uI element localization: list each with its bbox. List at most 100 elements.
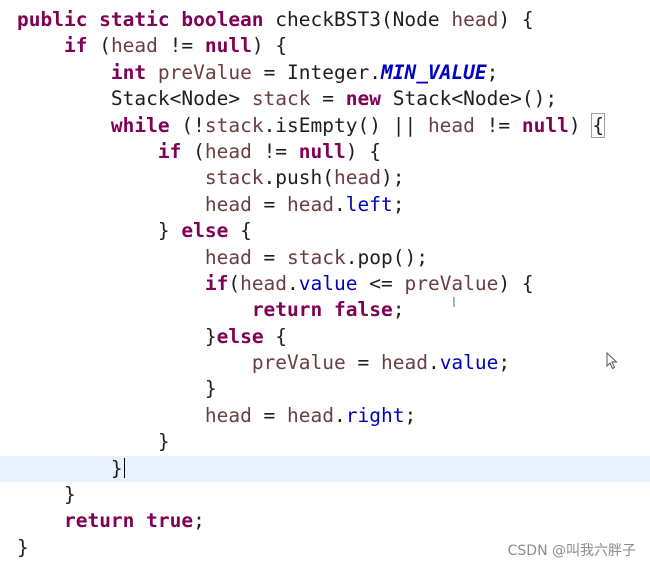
keyword-token: if (63, 34, 88, 58)
keyword-token: if (157, 139, 182, 163)
code-token: = (345, 351, 381, 375)
variable-token: head (204, 139, 252, 163)
code-line[interactable]: if(head.value <= preValue) { (17, 271, 604, 297)
code-token (17, 61, 111, 84)
code-token: (! (169, 113, 205, 137)
code-line[interactable]: head = head.right; (17, 403, 604, 429)
keyword-token: new (345, 87, 381, 111)
code-line[interactable]: } (17, 535, 604, 561)
keyword-token: int (110, 60, 147, 84)
code-line[interactable]: } (17, 482, 604, 508)
code-line[interactable]: }else { (17, 324, 604, 350)
keyword-token: return true (63, 509, 194, 533)
variable-token: head (204, 245, 252, 269)
current-line-highlight (0, 456, 650, 482)
code-token: .isEmpty() || (263, 113, 428, 137)
code-token (17, 166, 205, 189)
code-token (17, 114, 111, 137)
code-line[interactable]: if (head != null) { (17, 33, 604, 59)
code-token (146, 61, 158, 84)
code-token: != (251, 139, 299, 163)
code-token: . (334, 192, 346, 216)
code-line[interactable]: } else { (17, 218, 604, 244)
variable-token: head (240, 271, 288, 295)
variable-token: preValue (157, 60, 252, 84)
code-token (17, 34, 64, 57)
code-token: } (17, 483, 76, 507)
code-token: ( (181, 139, 205, 163)
code-token: Stack<Node> (17, 87, 252, 111)
variable-token: stack (251, 87, 311, 111)
text-cursor-icon: I (452, 296, 456, 311)
code-token: ; (486, 60, 499, 84)
variable-token: head (380, 351, 428, 375)
code-token: != (157, 34, 205, 58)
code-line[interactable]: } (17, 456, 604, 482)
keyword-token: public static boolean (17, 8, 276, 31)
keyword-token: null (204, 34, 252, 58)
code-token: ( (228, 271, 241, 295)
code-token: ) { (498, 8, 534, 31)
code-area[interactable]: public static boolean checkBST3(Node hea… (17, 7, 606, 561)
code-token: ); (380, 166, 405, 190)
keyword-token: if (204, 271, 229, 295)
field-token: right (345, 403, 405, 427)
code-token: { (591, 112, 606, 138)
code-line[interactable]: Stack<Node> stack = new Stack<Node>(); (17, 86, 604, 112)
code-token: Stack<Node>(); (380, 87, 558, 111)
code-line[interactable]: while (!stack.isEmpty() || head != null)… (17, 112, 606, 139)
code-token: = (251, 403, 288, 427)
code-line[interactable]: return true; (17, 508, 604, 534)
code-line[interactable]: int preValue = Integer.MIN_VALUE; (17, 60, 604, 86)
code-token: } (17, 377, 217, 401)
code-token (17, 193, 205, 216)
code-line[interactable]: } (17, 376, 604, 402)
text-caret (123, 457, 125, 478)
variable-token: stack (287, 245, 346, 269)
field-token: MIN_VALUE (380, 60, 487, 84)
code-token (17, 404, 205, 427)
keyword-token: null (298, 139, 346, 163)
code-token: != (474, 113, 522, 137)
code-token: = (251, 245, 288, 269)
variable-token: head (110, 34, 158, 58)
code-token: } (17, 219, 182, 243)
code-line[interactable]: } (17, 429, 604, 455)
code-token: <= (357, 271, 405, 295)
keyword-token: while (110, 113, 170, 137)
variable-token: head (427, 113, 475, 137)
watermark: CSDN @叫我六胖子 (507, 543, 636, 559)
code-token: ; (498, 351, 511, 375)
variable-token: stack (204, 166, 264, 190)
code-line[interactable]: public static boolean checkBST3(Node hea… (17, 7, 604, 33)
variable-token: head (287, 403, 335, 427)
keyword-token: else (181, 219, 229, 243)
code-token: ; (404, 403, 417, 427)
variable-token: head (334, 166, 381, 190)
code-line[interactable]: preValue = head.value; (17, 350, 604, 376)
field-token: value (439, 351, 499, 375)
code-token: } (17, 430, 170, 454)
code-line[interactable]: return false; (17, 297, 604, 323)
code-token (17, 298, 252, 321)
code-token: ( (87, 34, 111, 58)
code-token (17, 272, 205, 295)
code-line[interactable]: if (head != null) { (17, 139, 604, 165)
code-token: ) { (251, 34, 288, 58)
code-line[interactable]: head = stack.pop(); (17, 245, 604, 271)
code-line[interactable]: stack.push(head); (17, 165, 604, 191)
variable-token: head (451, 8, 499, 31)
arrow-pointer-icon (606, 352, 618, 370)
code-line[interactable]: head = head.left; (17, 192, 604, 218)
code-token: ; (392, 298, 405, 322)
code-token: .pop(); (345, 245, 428, 269)
code-token: ) { (345, 139, 381, 163)
variable-token: stack (204, 113, 264, 137)
code-token: checkBST3(Node (275, 8, 452, 31)
field-token: left (345, 192, 393, 216)
code-token: ; (392, 192, 405, 216)
code-token: = (251, 192, 288, 216)
variable-token: head (204, 192, 252, 216)
code-token: ) (568, 113, 593, 137)
